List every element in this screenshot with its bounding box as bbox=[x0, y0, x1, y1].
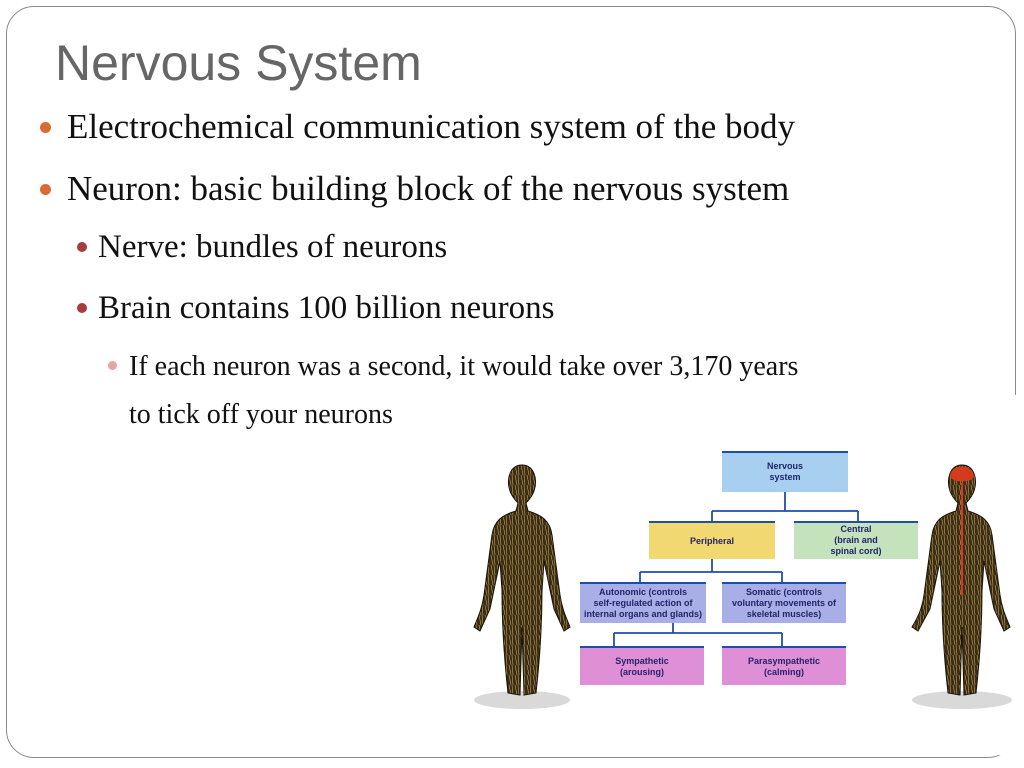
diagram-connectors bbox=[613, 492, 859, 647]
node-label: (calming) bbox=[764, 667, 804, 677]
node-label: Parasympathetic bbox=[748, 656, 820, 666]
node-label: voluntary movements of bbox=[732, 598, 837, 608]
node-label: skeletal muscles) bbox=[747, 609, 822, 619]
node-label: Central bbox=[840, 524, 871, 534]
brain-highlight bbox=[950, 466, 974, 482]
nervous-system-figure: Nervous system Peripheral Central (brain… bbox=[460, 395, 1022, 755]
node-label: system bbox=[769, 472, 800, 482]
node-label: internal organs and glands) bbox=[584, 609, 702, 619]
node-label: Sympathetic bbox=[615, 656, 669, 666]
bullet-neuron-second-line2: to tick off your neurons bbox=[129, 399, 393, 430]
node-somatic: Somatic (controls voluntary movements of… bbox=[722, 582, 846, 623]
node-label: Somatic (controls bbox=[746, 587, 822, 597]
node-label: spinal cord) bbox=[830, 546, 881, 556]
node-label: (brain and bbox=[834, 535, 878, 545]
bullet-neuron-second: If each neuron was a second, it would ta… bbox=[129, 343, 798, 439]
bullet-dot bbox=[40, 122, 51, 133]
node-sympathetic: Sympathetic (arousing) bbox=[580, 646, 704, 685]
slide-title: Nervous System bbox=[55, 35, 422, 91]
node-autonomic: Autonomic (controls self-regulated actio… bbox=[580, 582, 706, 623]
bullet-brain: Brain contains 100 billion neurons bbox=[98, 290, 555, 326]
node-parasympathetic: Parasympathetic (calming) bbox=[722, 646, 846, 685]
bullet-dot bbox=[108, 361, 117, 370]
bullet-dot bbox=[40, 184, 51, 195]
node-peripheral: Peripheral bbox=[649, 521, 775, 559]
human-figure-right bbox=[911, 464, 1012, 709]
human-figure-left bbox=[473, 464, 571, 709]
nervous-system-diagram: Nervous system Peripheral Central (brain… bbox=[473, 451, 1012, 709]
node-nervous-system: Nervous system bbox=[722, 451, 848, 492]
bullet-neuron-second-line1: If each neuron was a second, it would ta… bbox=[129, 351, 799, 382]
node-label: Peripheral bbox=[690, 536, 734, 546]
bullet-dot bbox=[77, 303, 87, 313]
node-label: (arousing) bbox=[620, 667, 664, 677]
bullet-nerve: Nerve: bundles of neurons bbox=[98, 229, 448, 265]
bullet-electrochemical: Electrochemical communication system of … bbox=[67, 107, 795, 146]
node-label: Nervous bbox=[767, 461, 803, 471]
node-label: self-regulated action of bbox=[593, 598, 693, 608]
node-label: Autonomic (controls bbox=[599, 587, 687, 597]
node-central: Central (brain and spinal cord) bbox=[794, 521, 918, 559]
bullet-neuron: Neuron: basic building block of the nerv… bbox=[67, 169, 790, 208]
bullet-dot bbox=[77, 242, 87, 252]
